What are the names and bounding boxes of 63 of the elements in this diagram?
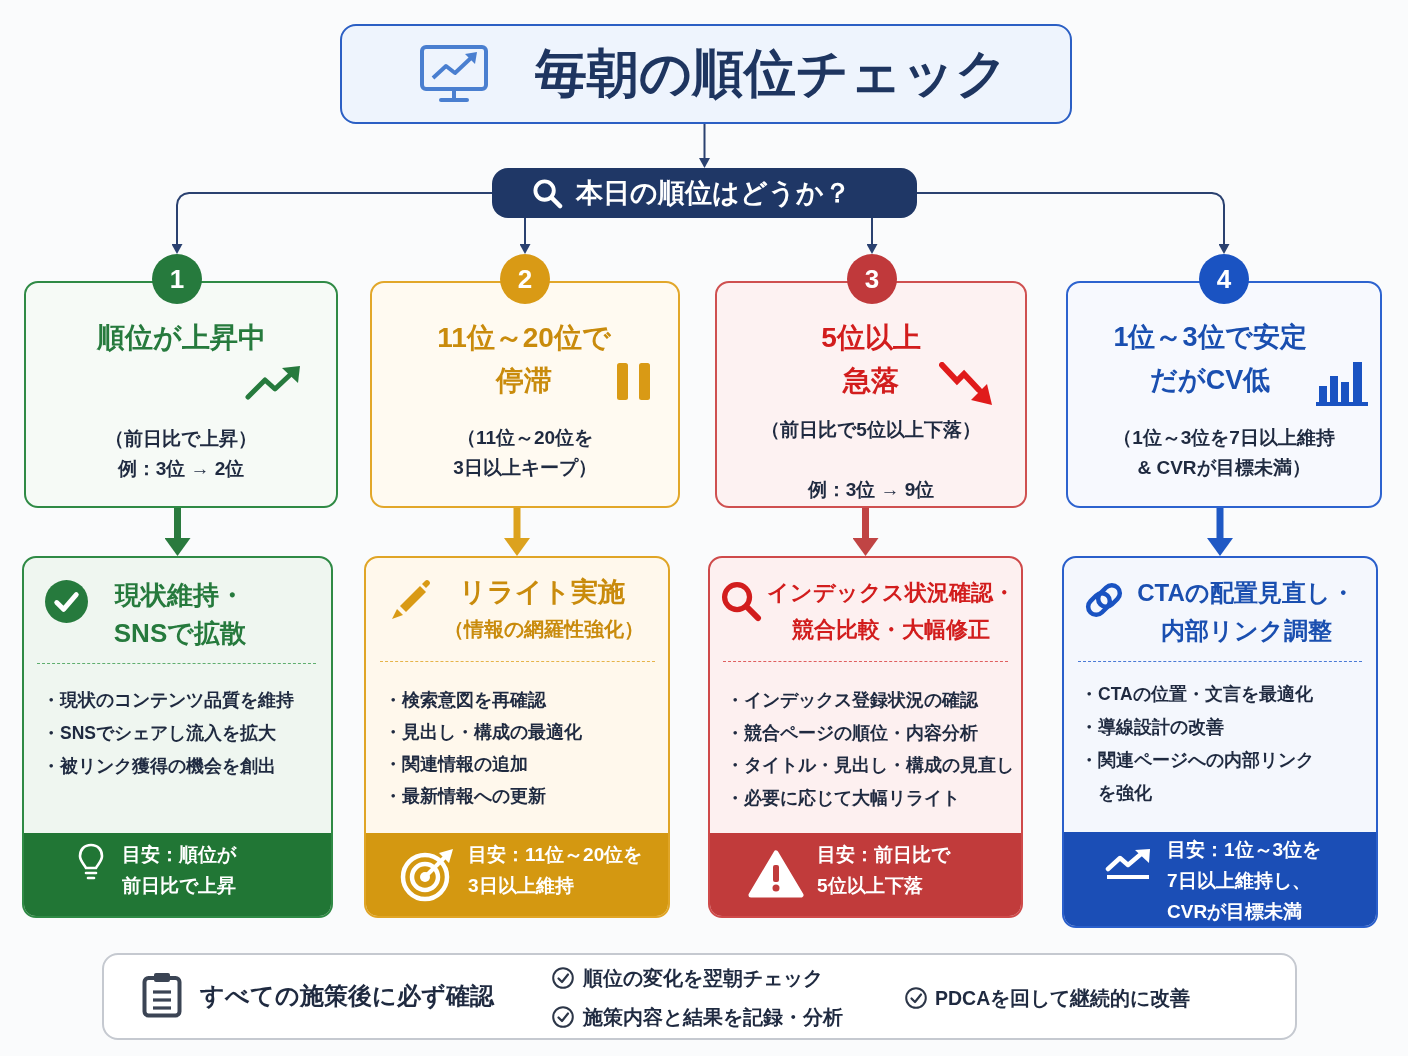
condition-description: （前日比で5位以上下落）: [760, 418, 982, 442]
bullet-item: ・インデックス登録状況の確認: [726, 689, 980, 712]
bullet-item: ・関連情報の追加: [384, 753, 529, 776]
arrow: [866, 217, 878, 254]
reminder-heading: すべての施策後に必ず確認: [200, 981, 496, 1012]
criteria-footer: [24, 833, 331, 916]
step-number-badge: 3: [847, 254, 897, 304]
bullet-item: ・最新情報への更新: [384, 785, 547, 808]
bullet-item: ・見出し・構成の最適化: [384, 721, 583, 744]
criteria-footer: [366, 833, 668, 916]
criteria-footer: [710, 833, 1021, 916]
action-card: [1062, 556, 1378, 928]
action-heading: 現状維持・SNSで拡散: [112, 579, 248, 650]
step-number-badge: 2: [500, 254, 550, 304]
action-card: [364, 556, 670, 918]
condition-heading: 5位以上急落: [820, 321, 922, 398]
reminder-bar: [102, 953, 1297, 1040]
thick-arrow: [852, 508, 879, 556]
bullet-item: ・競合ページの順位・内容分析: [726, 721, 979, 745]
condition-heading: 11位～20位で停滞: [436, 321, 612, 398]
bullet-item: ・現状のコンテンツ品質を維持: [42, 689, 295, 712]
example-text: 例：3位 → 2位: [116, 457, 246, 481]
bullet-item: ・関連ページへの内部リンクを強化: [1080, 749, 1315, 805]
condition-description: （1位～3位を7日以上維持& CVRが目標未満）: [1112, 426, 1336, 480]
condition-heading: 順位が上昇中: [95, 321, 267, 355]
condition-description: （11位～20位を3日以上キープ）: [452, 426, 598, 480]
criteria-text: 目安：11位～20位を3日以上維持: [468, 843, 644, 898]
condition-description: （前日比で上昇）: [104, 427, 258, 451]
bullet-item: ・タイトル・見出し・構成の見直し: [726, 754, 1015, 777]
action-heading: CTAの配置見直し・内部リンク調整: [1136, 578, 1356, 646]
criteria-text: 目安：1位～3位を7日以上維持し、CVRが目標未満: [1167, 838, 1323, 924]
criteria-text: 目安：順位が前日比で上昇: [122, 843, 238, 898]
action-heading: インデックス状況確認・競合比較・大幅修正: [766, 579, 1016, 644]
step-number-badge: 4: [1199, 254, 1249, 304]
action-heading: リライト実施: [458, 576, 626, 609]
checklist-item: 順位の変化を翌朝チェック: [583, 966, 824, 991]
arrow: [916, 192, 1230, 254]
title-text: 毎朝の順位チェック: [535, 43, 1009, 104]
bullet-item: ・被リンク獲得の機会を創出: [42, 755, 277, 778]
thick-arrow: [504, 508, 530, 556]
criteria-text: 目安：前日比で5位以上下落: [817, 843, 952, 898]
arrow: [519, 217, 531, 254]
question-banner: [492, 168, 917, 218]
thick-arrow: [164, 508, 191, 556]
thick-arrow: [1207, 508, 1233, 556]
bullet-item: ・SNSでシェアし流入を拡大: [42, 722, 277, 745]
bullet-item: ・必要に応じて大幅リライト: [726, 786, 961, 810]
action-card: [708, 556, 1023, 918]
question-text: 本日の順位はどうか？: [576, 177, 852, 210]
bullet-item: ・CTAの位置・文言を最適化: [1080, 683, 1314, 706]
step-number-badge: 1: [152, 254, 202, 304]
checklist-item: PDCAを回して継続的に改善: [935, 986, 1192, 1011]
action-card: [22, 556, 333, 918]
arrow: [699, 123, 710, 168]
bullet-item: ・導線設計の改善: [1080, 716, 1225, 739]
example-text: 例：3位 → 9位: [806, 478, 936, 502]
arrow: [171, 192, 493, 254]
checklist-item: 施策内容と結果を記録・分析: [583, 1005, 844, 1030]
bullet-item: ・検索意図を再確認: [384, 689, 548, 712]
condition-heading: 1位～3位で安定だがCV低: [1112, 321, 1308, 397]
action-subheading: （情報の網羅性強化）: [443, 617, 645, 642]
criteria-footer: [1064, 832, 1376, 926]
title-box: [340, 24, 1072, 124]
